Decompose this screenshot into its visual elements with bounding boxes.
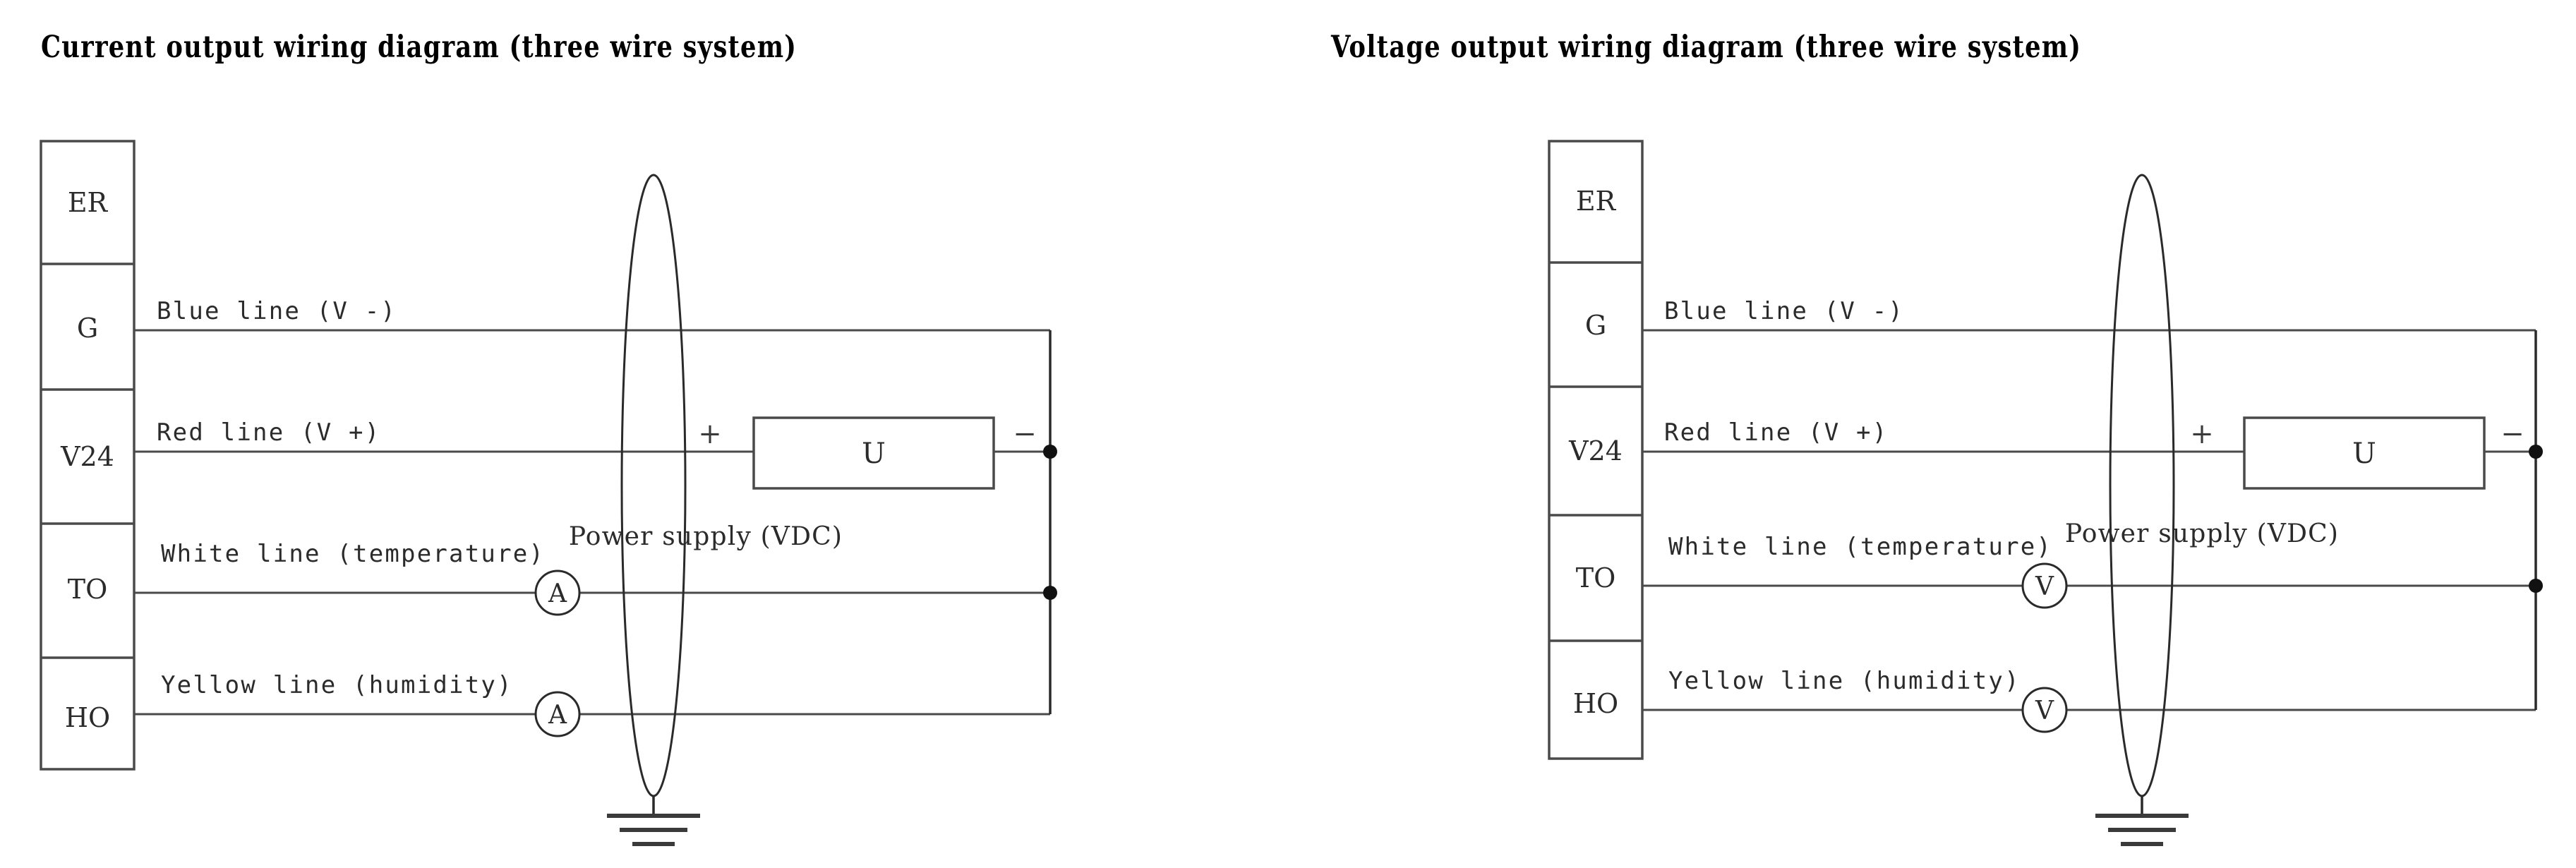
current-diagram-title: Current output wiring diagram (three wir… [41,30,798,65]
terminal-label-v24: V24 [1568,435,1623,466]
terminal-label-ho: HO [1573,688,1618,719]
power-supply-symbol: U [2352,438,2376,470]
wire-label-white: White line (temperature) [1668,533,2052,561]
terminal-label-ho: HO [65,702,110,733]
power-supply-box [2243,416,2486,490]
ammeter-humidity-symbol [534,691,581,737]
junction-dot-white [1043,586,1057,600]
ammeter-humidity-label: A [548,701,567,730]
voltage-diagram-canvas: ER G V24 TO HO U + − Power supply (VDC) … [1548,140,2543,846]
terminal-label-to: TO [68,574,108,605]
cable-shield [620,174,687,797]
polarity-negative: − [2500,418,2524,450]
voltmeter-humidity-label: V [2035,697,2054,725]
terminal-label-g: G [77,313,98,344]
terminal-label-er: ER [1576,186,1617,217]
wire-label-blue: Blue line (V -) [1664,297,1904,325]
power-supply-caption: Power supply (VDC) [569,522,843,551]
ammeter-temperature-label: A [548,579,567,608]
voltmeter-temperature-symbol [2021,562,2068,609]
terminal-label-v24: V24 [60,441,114,472]
terminal-label-er: ER [68,187,109,218]
wire-label-blue: Blue line (V -) [157,297,397,325]
power-supply-symbol: U [862,438,886,470]
polarity-negative: − [1013,418,1037,450]
voltmeter-temperature-label: V [2035,572,2054,601]
terminal-label-to: TO [1576,562,1616,593]
terminal-label-g: G [1585,310,1606,341]
power-supply-caption: Power supply (VDC) [2065,519,2339,548]
junction-dot-white [2529,579,2543,593]
ammeter-temperature-symbol [534,569,581,616]
terminal-block [1548,140,1644,760]
wire-label-red: Red line (V +) [157,418,380,447]
wire-label-yellow: Yellow line (humidity) [161,671,513,699]
wire-label-white: White line (temperature) [161,540,545,568]
terminal-block [40,140,136,771]
voltmeter-humidity-symbol [2021,687,2068,733]
wire-label-red: Red line (V +) [1664,418,1888,447]
junction-dot-negative [1043,445,1057,459]
wire-label-yellow: Yellow line (humidity) [1668,667,2021,695]
junction-dot-negative [2529,445,2543,459]
polarity-positive: + [2190,418,2214,450]
current-diagram-canvas: ER G V24 TO HO U + − Power supply (VDC) [40,140,1057,846]
cable-shield [2109,174,2175,797]
power-supply-box [752,416,995,490]
voltage-output-diagram: Voltage output wiring diagram (three wir… [1284,0,2576,868]
voltage-diagram-title: Voltage output wiring diagram (three wir… [1331,30,2082,65]
polarity-positive: + [698,418,722,450]
current-output-diagram: Current output wiring diagram (three wir… [0,0,1284,868]
